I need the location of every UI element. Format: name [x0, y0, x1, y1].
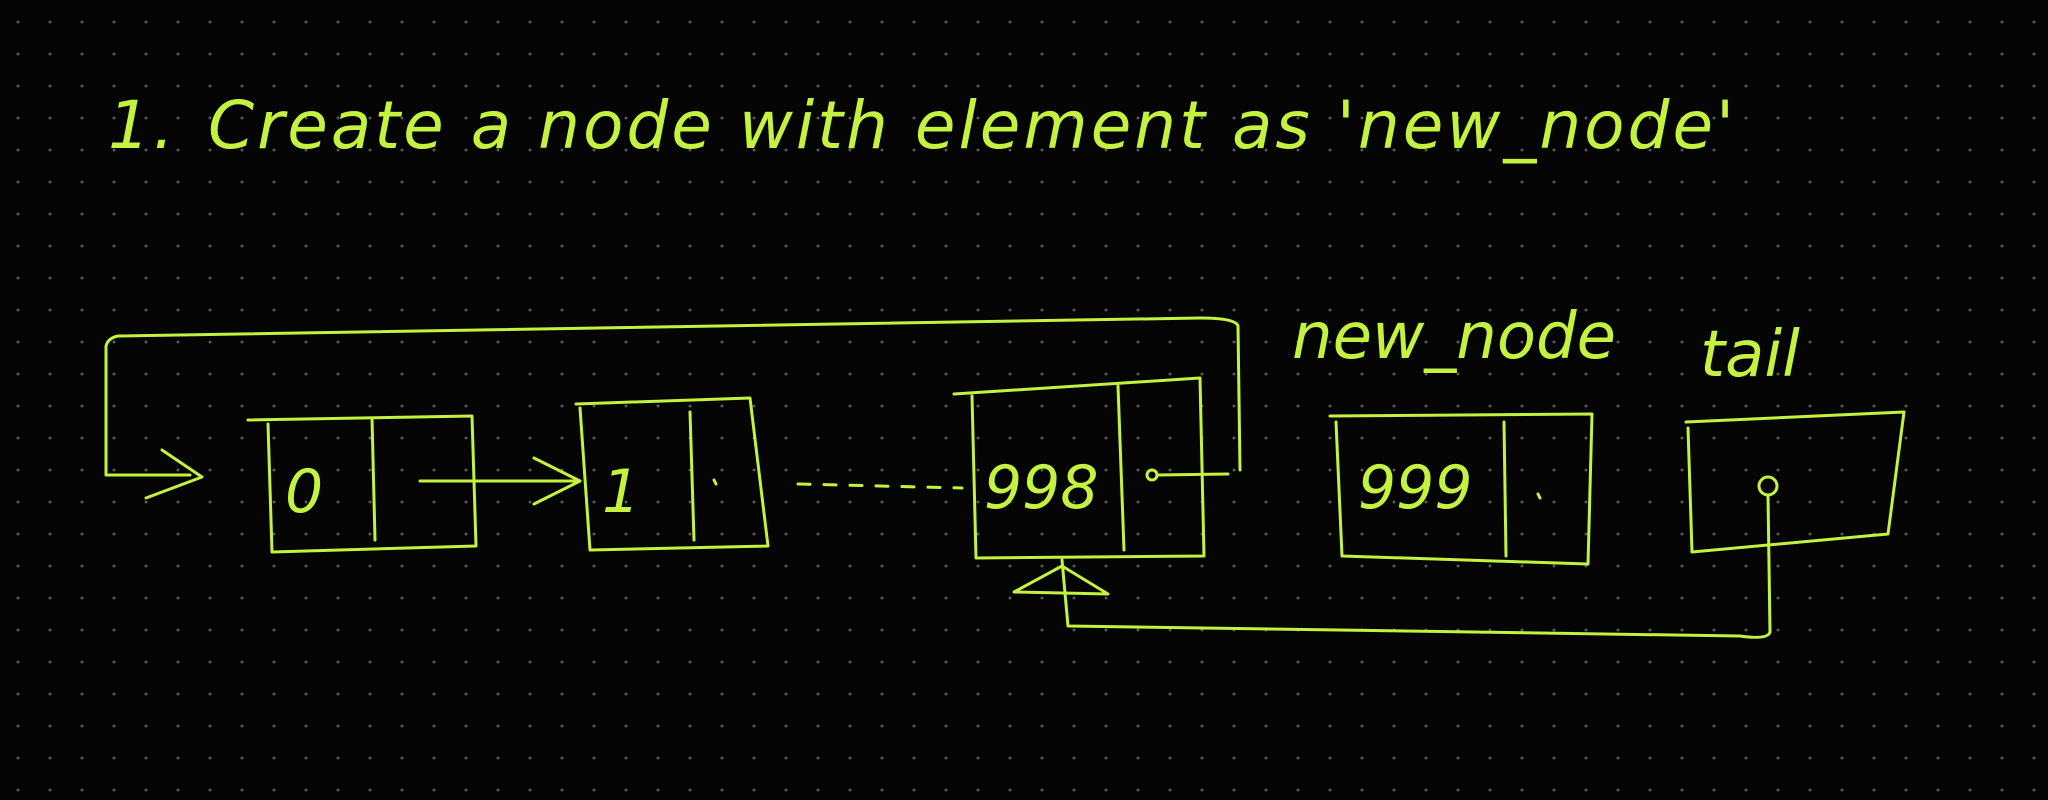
node-divider [688, 410, 696, 542]
list-node: 0 [246, 414, 478, 554]
step-number: 1. [108, 87, 177, 164]
ellipsis-dashes [796, 482, 964, 490]
new-node: 999 [1328, 412, 1594, 566]
node-box [952, 376, 1206, 560]
pointer-line [1060, 494, 1772, 639]
wrap-link-line [104, 316, 1242, 477]
node-value: 0 [285, 457, 323, 527]
list-node: 1 [574, 396, 770, 552]
next-field-dot [1536, 492, 1542, 500]
new-node-label: new_node [1292, 300, 1616, 374]
tail-pointer [1012, 410, 1906, 639]
node-box [246, 414, 478, 554]
arrowhead [1012, 564, 1110, 596]
next-field-dot [712, 478, 718, 486]
node-value: 999 [1358, 453, 1473, 523]
tail-label: tail [1700, 318, 1800, 392]
next-field-dot [1145, 468, 1159, 482]
node-value: 998 [984, 453, 1099, 523]
pointer-dot [1757, 475, 1779, 497]
pointer-box [1684, 410, 1906, 554]
node-box [574, 396, 770, 552]
wrap-link-arrowhead [144, 448, 204, 500]
node-divider [370, 416, 377, 542]
arrowhead [532, 456, 582, 506]
node-box [1328, 412, 1594, 566]
step-text: Create a node with element as 'new_node' [208, 87, 1737, 164]
list-node: 998 [952, 376, 1230, 560]
node-divider [1116, 384, 1126, 552]
node-value: 1 [602, 457, 640, 527]
node-divider [1502, 420, 1508, 558]
next-pointer [1156, 472, 1230, 477]
